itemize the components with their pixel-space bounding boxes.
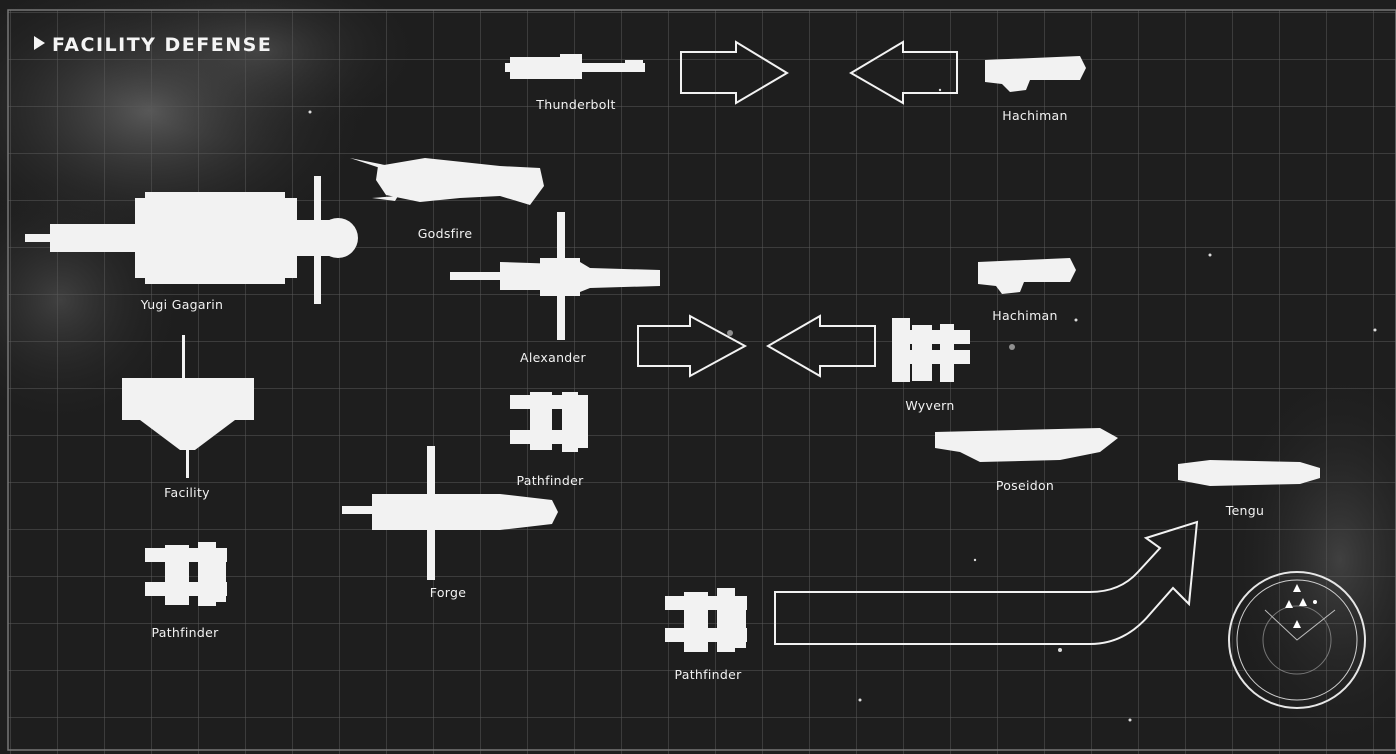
- unit-label-hachiman-top: Hachiman: [1002, 108, 1068, 123]
- poseidon-ship: [935, 428, 1118, 462]
- unit-label-poseidon: Poseidon: [996, 478, 1054, 493]
- unit-label-pathfinder-left: Pathfinder: [151, 625, 218, 640]
- unit-label-yugi-gagarin: Yugi Gagarin: [141, 297, 224, 312]
- hachiman-top-ship: [985, 56, 1086, 92]
- tengu-ship: [1178, 460, 1320, 486]
- godsfire-ship: [350, 158, 544, 205]
- unit-label-pathfinder-bottom: Pathfinder: [674, 667, 741, 682]
- unit-label-hachiman-mid: Hachiman: [992, 308, 1058, 323]
- unit-label-facility: Facility: [164, 485, 210, 500]
- wyvern-ship: [892, 318, 970, 382]
- hachiman-mid-ship: [978, 258, 1076, 294]
- radar-icon: [1205, 570, 1380, 720]
- unit-label-thunderbolt: Thunderbolt: [536, 97, 615, 112]
- unit-label-godsfire: Godsfire: [418, 226, 473, 241]
- forge-ship: [342, 446, 558, 580]
- unit-label-wyvern: Wyvern: [905, 398, 954, 413]
- unit-label-alexander: Alexander: [520, 350, 586, 365]
- thunderbolt-ship: [505, 54, 645, 79]
- unit-label-forge: Forge: [430, 585, 466, 600]
- unit-label-tengu: Tengu: [1226, 503, 1264, 518]
- pathfinder-center-ship: [510, 392, 588, 452]
- alexander-ship: [450, 212, 660, 340]
- facility-structure: [122, 335, 254, 478]
- yugi-gagarin-ship: [25, 176, 358, 304]
- unit-label-pathfinder-center: Pathfinder: [516, 473, 583, 488]
- pathfinder-bottom-ship: [665, 588, 747, 652]
- pathfinder-left-ship: [145, 542, 227, 606]
